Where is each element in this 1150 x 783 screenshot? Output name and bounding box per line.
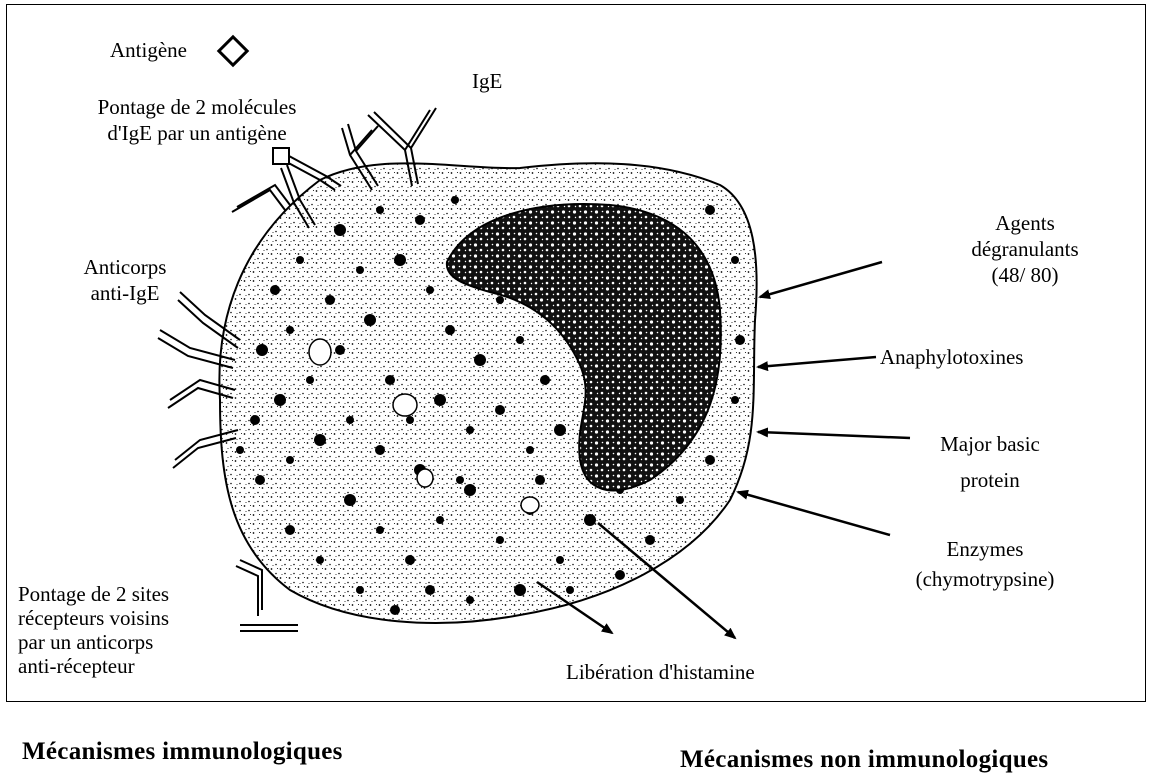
footer-non-immunologiques: Mécanismes non immunologiques [680,746,1048,774]
mast-cell [219,163,756,623]
label-pontage-ige: Pontage de 2 molécules d'IgE par un anti… [41,94,353,146]
label-line: Pontage de 2 sites [18,582,169,606]
label-line: Major basic [900,426,1080,462]
label-line: Enzymes [885,534,1085,564]
label-line: anti-récepteur [18,654,169,678]
label-liberation-histamine: Libération d'histamine [566,659,755,685]
label-line: (48/ 80) [930,262,1120,288]
label-line: anti-IgE [55,280,195,306]
label-anticorps-anti-ige: Anticorps anti-IgE [55,254,195,306]
label-antigene: Antigène [110,37,187,63]
arrow-major-basic [758,432,910,438]
label-line: récepteurs voisins [18,606,169,630]
label-major-basic-protein: Major basic protein [900,426,1080,498]
label-agents-degranulants: Agents dégranulants (48/ 80) [930,210,1120,288]
label-pontage-recepteurs: Pontage de 2 sites récepteurs voisins pa… [18,582,169,678]
bridging-antigen-icon [273,148,289,164]
antigen-icon [219,37,247,65]
label-enzymes: Enzymes (chymotrypsine) [885,534,1085,594]
label-line: Pontage de 2 molécules [41,94,353,120]
label-line: (chymotrypsine) [885,564,1085,594]
label-line: Anticorps [55,254,195,280]
arrow-agents [760,262,882,297]
label-ige: IgE [472,68,502,94]
footer-immunologiques: Mécanismes immunologiques [22,738,343,766]
label-line: d'IgE par un antigène [41,120,353,146]
arrow-enzymes [738,492,890,535]
label-line: par un anticorps [18,630,169,654]
label-line: dégranulants [930,236,1120,262]
label-anaphylotoxines: Anaphylotoxines [880,344,1023,370]
label-line: Agents [930,210,1120,236]
label-line: protein [900,462,1080,498]
arrow-anaphylotoxines [758,357,876,367]
